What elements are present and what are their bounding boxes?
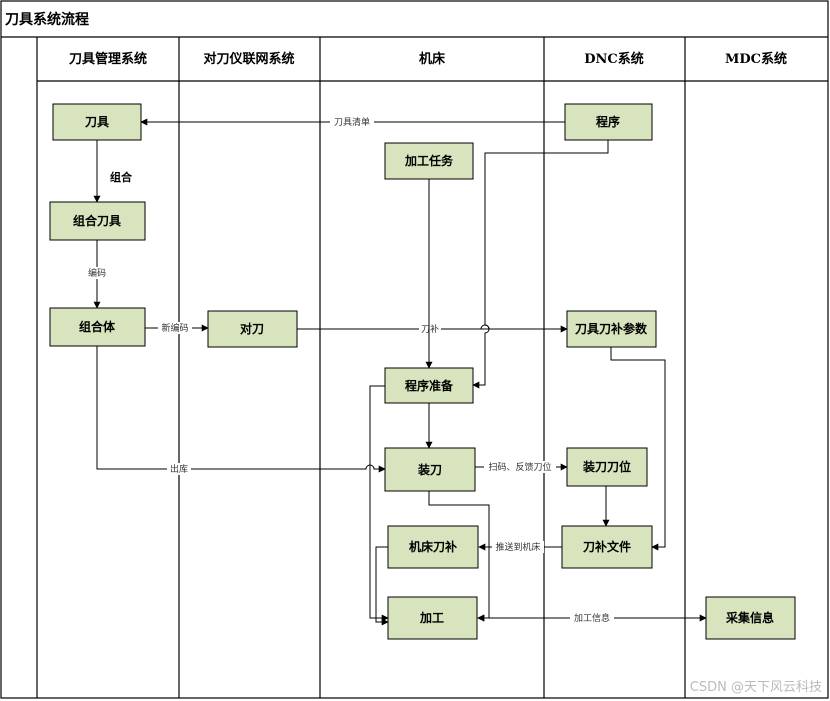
edge-offset-to-machining (375, 546, 389, 626)
node-label: 组合刀具 (73, 213, 121, 228)
node-label: 采集信息 (725, 610, 774, 625)
node-box (564, 103, 653, 141)
edge-label-bg (484, 461, 556, 473)
node-label: 对刀 (240, 321, 264, 336)
node-tool[interactable]: 刀具 (52, 103, 142, 141)
edge-label-combine: 组合 (110, 170, 133, 184)
node-load-position[interactable]: 装刀刀位 (566, 447, 648, 487)
edge-label-bg (167, 463, 191, 475)
node-box (561, 525, 653, 569)
node-combo-tool[interactable]: 组合刀具 (49, 201, 146, 241)
node-machining[interactable]: 加工 (387, 596, 478, 640)
edge-label-push-to-machine: 推送到机床 (495, 541, 540, 553)
edge-params-to-file (610, 347, 666, 551)
node-label: 加工任务 (404, 153, 454, 168)
node-collect-info[interactable]: 采集信息 (705, 596, 796, 640)
node-label: 程序准备 (405, 378, 454, 393)
node-box (387, 596, 478, 640)
edge-label-bg (158, 322, 192, 334)
node-label: 刀具刀补参数 (575, 321, 648, 336)
diagram-title: 刀具系统流程 (5, 11, 89, 28)
node-label: 加工 (419, 610, 444, 625)
node-load-tool[interactable]: 装刀 (384, 447, 476, 492)
node-task[interactable]: 加工任务 (384, 142, 474, 180)
node-program-prep[interactable]: 程序准备 (384, 367, 474, 404)
node-box (387, 525, 479, 569)
node-machine-offset[interactable]: 机床刀补 (387, 525, 479, 569)
edge-label-bg (570, 612, 614, 624)
node-box (384, 142, 474, 180)
node-program[interactable]: 程序 (564, 103, 653, 141)
edge-label-bg (84, 267, 110, 279)
edge-label-encode: 编码 (88, 267, 106, 279)
lane-header-dnc: DNC系统 (584, 51, 644, 67)
node-box (52, 103, 142, 141)
edge-label-tool-list: 刀具清单 (334, 116, 370, 128)
edge-outbound (96, 346, 386, 473)
edge-label-machining-info: 加工信息 (574, 612, 610, 624)
lane-header-presetter-network: 对刀仪联网系统 (203, 51, 294, 67)
edge-label-new-encode: 新编码 (161, 322, 188, 334)
edge-label-bg (492, 541, 544, 553)
node-box (384, 447, 476, 492)
edge-label-bg (419, 323, 441, 335)
node-label: 程序 (596, 114, 620, 129)
node-assembly[interactable]: 组合体 (49, 307, 146, 347)
edge-prep-to-machining (369, 385, 389, 622)
edge-label-offset: 刀补 (421, 323, 439, 335)
node-box (207, 310, 298, 348)
node-label: 刀补文件 (583, 539, 631, 554)
edge-program-to-prep (472, 140, 609, 389)
node-label: 装刀 (417, 462, 442, 477)
node-offset-file[interactable]: 刀补文件 (561, 525, 653, 569)
edge-label-scan-feedback: 扫码、反馈刀位 (488, 461, 551, 473)
lane-header-tool-management: 刀具管理系统 (69, 51, 147, 67)
node-presetting[interactable]: 对刀 (207, 310, 298, 348)
watermark: CSDN @天下风云科技 (690, 680, 822, 695)
node-box (566, 310, 657, 348)
node-label: 装刀刀位 (582, 459, 631, 474)
node-label: 组合体 (79, 319, 116, 334)
node-box (705, 596, 796, 640)
node-box (384, 367, 474, 404)
node-box (49, 201, 146, 241)
node-box (566, 447, 648, 487)
edge-label-bg (330, 116, 374, 128)
node-offset-params[interactable]: 刀具刀补参数 (566, 310, 657, 348)
edge-label-outbound: 出库 (170, 463, 188, 475)
lane-header-mdc: MDC系统 (725, 51, 787, 67)
node-label: 刀具 (85, 115, 109, 129)
lane-header-machine-tool: 机床 (419, 51, 446, 67)
node-label: 机床刀补 (409, 539, 457, 554)
node-box (49, 307, 146, 347)
